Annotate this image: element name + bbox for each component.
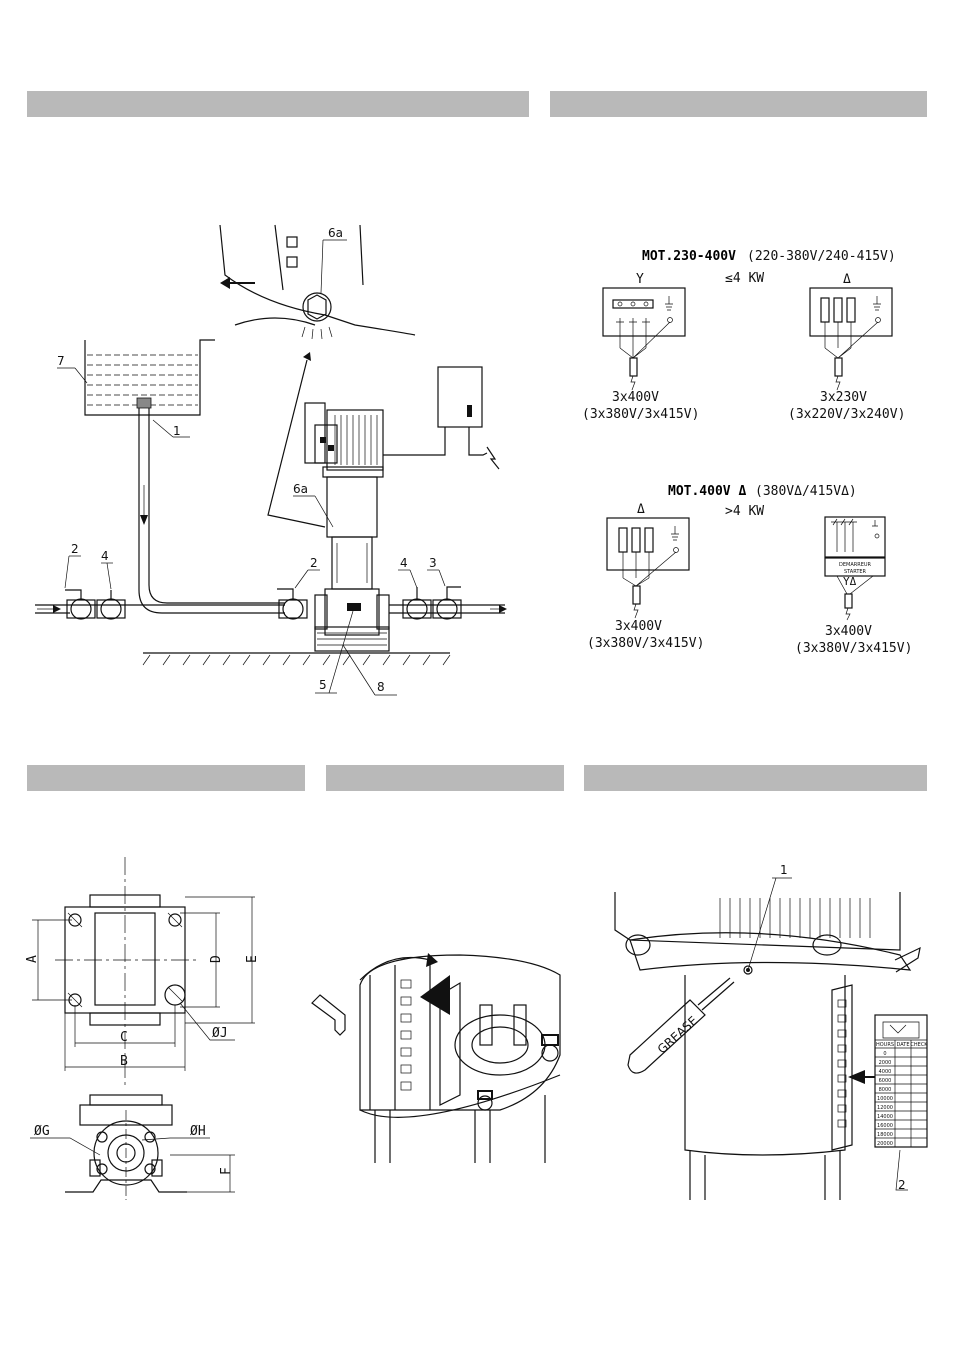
wiring-star-symbol: Y: [636, 272, 644, 287]
section-bar-seal-key: [326, 765, 564, 791]
wiring-d1-line1: 3x400V: [612, 390, 659, 405]
wiring-mot1-title: MOT.230-400V: [642, 249, 736, 264]
dim-label-f: F: [219, 1167, 234, 1175]
grease-hours-6000: 6000: [879, 1078, 892, 1084]
wiring-delta-symbol-1: Δ: [843, 272, 851, 287]
seal-key-illustration: [311, 953, 561, 1163]
dim-label-h: ØH: [190, 1124, 206, 1139]
grease-hours-12000: 12000: [877, 1105, 893, 1111]
wiring-mot2-title: MOT.400V Δ: [668, 484, 746, 499]
wiring-mot2-power: >4 KW: [725, 504, 764, 519]
dim-label-j: ØJ: [212, 1026, 228, 1041]
dim-label-g: ØG: [34, 1124, 50, 1139]
wiring-mot1-sub: (220-380V/240-415V): [747, 249, 896, 264]
wiring-d3-line1: 3x400V: [615, 619, 662, 634]
grease-hours-8000: 8000: [879, 1087, 892, 1093]
dim-label-b: B: [120, 1054, 128, 1069]
dim-label-e: E: [245, 955, 260, 963]
dimensions-drawing: A D E C B ØJ ØG ØH F: [25, 857, 260, 1200]
grease-hours-14000: 14000: [877, 1114, 893, 1120]
grease-callout-1: 1: [780, 863, 788, 877]
wiring-d2-line1: 3x230V: [820, 390, 867, 405]
grease-table-header-check: CHECK: [910, 1042, 928, 1048]
section-bar-dimensions: [27, 765, 305, 791]
wiring-d4-line1: 3x400V: [825, 624, 872, 639]
section-bar-installation: [27, 91, 529, 117]
grease-tube-label: GREASE: [655, 1014, 701, 1057]
installation-diagram: 6a 7 1 2 4: [35, 224, 507, 696]
callout-2-left: 2: [71, 542, 79, 556]
grease-hours-10000: 10000: [877, 1096, 893, 1102]
grease-hours-16000: 16000: [877, 1123, 893, 1129]
callout-7: 7: [57, 354, 65, 368]
wiring-d2-line2: (3x220V/3x240V): [788, 407, 905, 422]
grease-hours-18000: 18000: [877, 1132, 893, 1138]
callout-1: 1: [173, 424, 181, 438]
section-bar-wiring: [550, 91, 927, 117]
grease-hours-4000: 4000: [879, 1069, 892, 1075]
wiring-delta-symbol-2: Δ: [637, 502, 645, 517]
wiring-starter-line2: STARTER: [844, 569, 867, 575]
grease-table-header-date: DATE: [896, 1042, 909, 1048]
callout-2-right: 2: [310, 556, 318, 570]
callout-8: 8: [377, 680, 385, 694]
dim-label-a: A: [25, 955, 40, 963]
lubrication-illustration: 1 GREASE HOURS DATE CHECK 0 2000 4000 60…: [614, 863, 928, 1200]
grease-hours-0: 0: [883, 1051, 886, 1057]
wiring-diagrams: MOT.230-400V (220-380V/240-415V) ≤4 KW Y…: [582, 249, 912, 656]
callout-6a-top: 6a: [328, 226, 343, 240]
wiring-starter-symbol: YΔ: [843, 575, 857, 588]
wiring-d3-line2: (3x380V/3x415V): [587, 636, 704, 651]
grease-table-header-hours: HOURS: [876, 1042, 894, 1048]
callout-4-left: 4: [101, 549, 109, 563]
wiring-mot2-sub: (380VΔ/415VΔ): [755, 484, 857, 499]
grease-callout-2: 2: [898, 1178, 906, 1192]
wiring-d4-line2: (3x380V/3x415V): [795, 641, 912, 656]
callout-4-right: 4: [400, 556, 408, 570]
grease-hours-2000: 2000: [879, 1060, 892, 1066]
section-bar-lubrication: [584, 765, 927, 791]
callout-6a-mid: 6a: [293, 482, 308, 496]
wiring-d1-line2: (3x380V/3x415V): [582, 407, 699, 422]
dim-label-c: C: [120, 1030, 128, 1045]
callout-5: 5: [319, 678, 327, 692]
grease-hours-20000: 20000: [877, 1141, 893, 1147]
wiring-starter-line1: DEMARREUR: [839, 562, 872, 568]
wiring-mot1-power: ≤4 KW: [725, 271, 764, 286]
callout-3: 3: [429, 556, 437, 570]
dim-label-d: D: [209, 955, 224, 963]
